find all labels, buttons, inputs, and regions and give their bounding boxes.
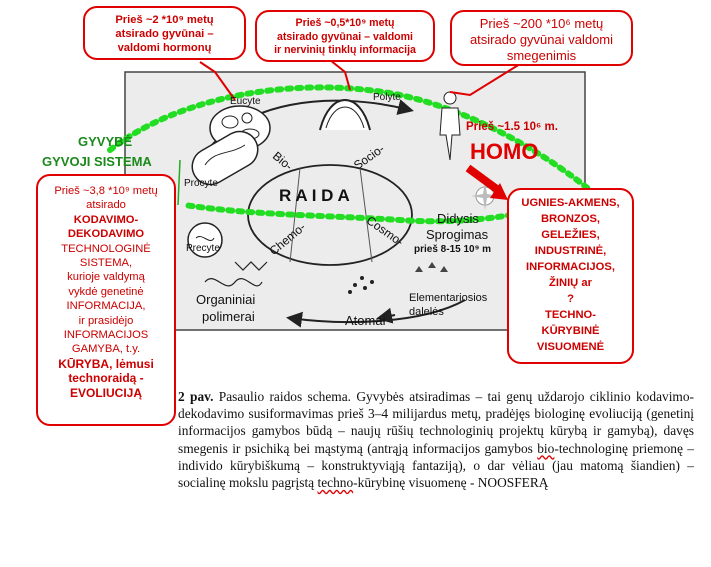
procyte-cell-icon	[191, 130, 259, 186]
figure-caption: 2 pav. Pasaulio raidos schema. Gyvybės a…	[178, 389, 694, 491]
callout-tail-1	[199, 61, 236, 101]
label-raida: R A I D A	[279, 186, 350, 205]
homo-red-arrow	[465, 164, 501, 194]
atom-dots-icon	[348, 276, 374, 294]
polyte-icon	[319, 99, 371, 131]
label-didysis-date: prieš 8-15 10⁹ m	[414, 244, 492, 255]
polymer-icon	[204, 261, 268, 287]
label-homo-date: Prieš ~1.5 10⁶ m.	[466, 121, 558, 133]
callout-tail-2	[329, 59, 351, 91]
particle-triangles-icon	[415, 262, 448, 272]
green-dotted-loop	[107, 84, 596, 225]
label-elementariosios: Elementariosios	[409, 292, 488, 304]
label-gyvoji-sistema: GYVOJI SISTEMA	[42, 154, 152, 169]
label-homo: HOMO	[470, 139, 539, 164]
human-figure-icon	[439, 91, 461, 161]
label-atomai: Atomai	[345, 313, 386, 328]
label-sprogimas: Sprogimas	[426, 227, 489, 242]
label-procyte: Procyte	[184, 178, 218, 189]
right-society-box: UGNIES-AKMENS, BRONZOS, GELEŽIES, INDUST…	[507, 188, 634, 364]
raida-ellipse	[247, 164, 413, 266]
label-precyte: Precyte	[186, 243, 220, 254]
label-polimerai: polimerai	[202, 309, 255, 324]
label-eucyte: Eucyte	[230, 96, 261, 107]
label-daleles: dalelės	[409, 306, 444, 318]
left-info-box: Prieš ~3,8 *10⁹ metų atsirado KODAVIMO- …	[36, 174, 176, 426]
precyte-cell-icon	[187, 222, 223, 258]
callout-hormones: Prieš ~2 *10⁹ metų atsirado gyvūnai – va…	[83, 6, 246, 60]
callout-brain: Prieš ~200 *10⁶ metų atsirado gyvūnai va…	[450, 10, 633, 66]
label-organiniai: Organiniai	[196, 292, 256, 307]
label-gyvybe: GYVYBĖ	[78, 134, 133, 149]
callout-tail-3	[449, 63, 521, 97]
caption-figure-number: 2 pav.	[178, 389, 214, 404]
callout-nervous: Prieš ~0,5*10⁹ metų atsirado gyvūnai – v…	[255, 10, 435, 62]
label-polyte: Polyte	[373, 92, 401, 103]
label-didysis: Didysis	[437, 211, 479, 226]
